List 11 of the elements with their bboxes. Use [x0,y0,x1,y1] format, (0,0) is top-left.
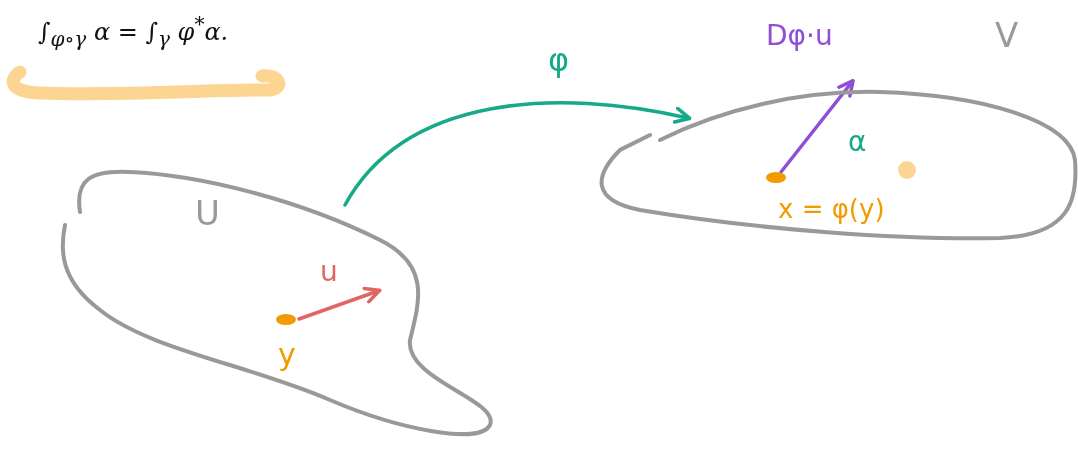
form-label: α [848,128,867,156]
point-dot [898,161,916,179]
arrow [779,78,855,174]
formula: ∫$_{φ∘γ}$ α = ∫$_{γ}$ φ$^{*}$α. [38,14,229,49]
arrow [297,286,382,321]
region-label: U [195,196,220,230]
region-label: V [995,18,1019,52]
point-label: y [278,340,296,370]
edge-label: Dφ·u [766,22,833,50]
arrow [343,101,692,207]
point-label: x = φ(y) [778,196,885,222]
